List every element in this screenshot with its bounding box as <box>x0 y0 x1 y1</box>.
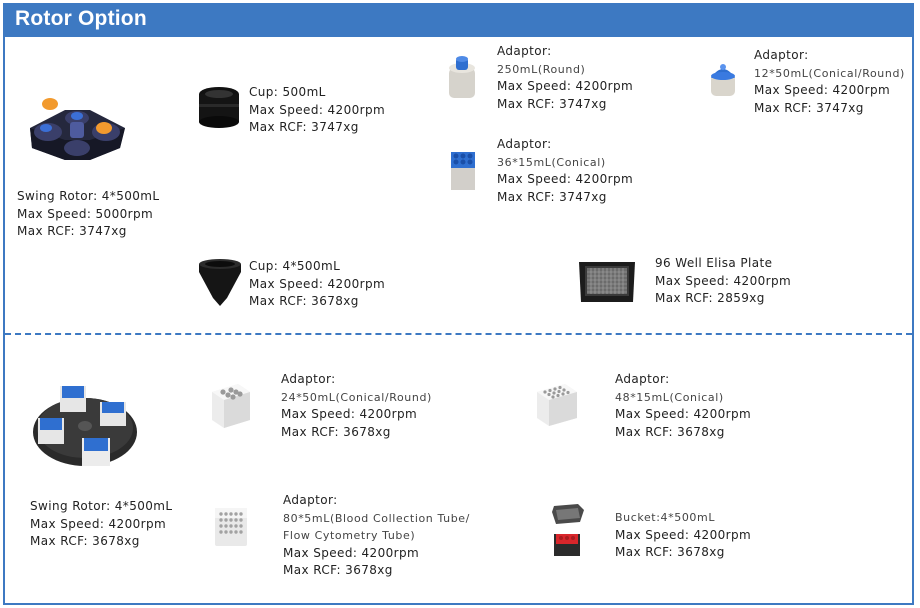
adaptor-24x50ml-specs: Adaptor: 24*50mL(Conical/Round) Max Spee… <box>281 371 432 441</box>
adaptor-12x50ml-specs: Adaptor: 12*50mL(Conical/Round) Max Spee… <box>754 47 905 117</box>
bucket-image <box>552 504 584 556</box>
spec-line: Adaptor: <box>281 372 336 386</box>
conical-cup-image <box>199 259 241 306</box>
spec-line: Max RCF: 3678xg <box>281 424 391 439</box>
spec-line: Swing Rotor: 4*500mL <box>30 499 173 513</box>
spec-line: 12*50mL(Conical/Round) <box>754 66 905 80</box>
spec-line: Max Speed: 4200rpm <box>281 407 418 421</box>
spec-line: 36*15mL(Conical) <box>497 155 606 169</box>
spec-line: Max RCF: 3678xg <box>249 294 359 308</box>
adaptor-250ml-specs: Adaptor: 250mL(Round) Max Speed: 4200rpm… <box>497 43 633 113</box>
adaptor-36x15ml-specs: Adaptor: 36*15mL(Conical) Max Speed: 420… <box>497 136 633 206</box>
spec-line: Max RCF: 3747xg <box>17 224 127 238</box>
spec-line: Max Speed: 4200rpm <box>30 516 167 531</box>
spec-line: Cup: 500mL <box>249 85 326 99</box>
spec-line: Adaptor: <box>615 372 670 386</box>
bucket-specs: Bucket:4*500mL Max Speed: 4200rpm Max RC… <box>615 509 751 562</box>
adaptor-80x5ml-image <box>215 508 247 546</box>
spec-line: Max RCF: 3747xg <box>497 96 607 111</box>
spec-line: Adaptor: <box>283 493 338 507</box>
spec-line: Adaptor: <box>754 48 809 62</box>
header-bar: Rotor Option <box>3 3 914 37</box>
spec-line: Max Speed: 4200rpm <box>497 79 634 93</box>
spec-line: 48*15mL(Conical) <box>615 390 724 404</box>
adaptor-250ml-image <box>449 56 475 98</box>
adaptor-48x15ml-specs: Adaptor: 48*15mL(Conical) Max Speed: 420… <box>615 371 751 441</box>
swing-rotor-1-specs: Swing Rotor: 4*500mL Max Speed: 5000rpm … <box>17 188 159 241</box>
spec-line: Max Speed: 4200rpm <box>754 83 891 97</box>
spec-line: 80*5mL(Blood Collection Tube/ <box>283 511 470 525</box>
spec-line: Adaptor: <box>497 44 552 58</box>
spec-line: Max RCF: 3747xg <box>754 100 864 115</box>
spec-line: Max Speed: 5000rpm <box>17 206 154 221</box>
elisa-plate-carrier-image <box>579 262 635 302</box>
section-divider <box>5 333 912 335</box>
spec-line: Swing Rotor: 4*500mL <box>17 189 160 203</box>
cup-conical-specs: Cup: 4*500mL Max Speed: 4200rpm Max RCF:… <box>249 258 385 311</box>
spec-line: 250mL(Round) <box>497 62 586 76</box>
adaptor-24x50ml-image <box>212 384 250 428</box>
spec-line: Adaptor: <box>497 137 552 151</box>
spec-line: Max Speed: 4200rpm <box>655 273 792 288</box>
spec-line: 96 Well Elisa Plate <box>655 256 773 270</box>
swing-rotor-2-specs: Swing Rotor: 4*500mL Max Speed: 4200rpm … <box>30 498 172 551</box>
spec-line: Max RCF: 3678xg <box>615 424 725 439</box>
spec-line: Max RCF: 3747xg <box>249 120 359 134</box>
swing-rotor-buckets-image <box>33 386 137 466</box>
spec-line: Max Speed: 4200rpm <box>615 527 752 542</box>
page-title: Rotor Option <box>15 7 147 30</box>
spec-line: Max Speed: 4200rpm <box>615 407 752 421</box>
spec-line: Flow Cytometry Tube) <box>283 529 416 542</box>
spec-line: Max RCF: 3678xg <box>615 545 725 559</box>
spec-line: Max RCF: 2859xg <box>655 291 765 305</box>
spec-line: Max Speed: 4200rpm <box>497 172 634 186</box>
spec-line: 24*50mL(Conical/Round) <box>281 390 432 404</box>
spec-line: Max RCF: 3678xg <box>283 563 393 577</box>
elisa-plate-specs: 96 Well Elisa Plate Max Speed: 4200rpm M… <box>655 255 791 308</box>
cup-500ml-specs: Cup: 500mL Max Speed: 4200rpm Max RCF: 3… <box>249 84 385 137</box>
spec-line: Max Speed: 4200rpm <box>283 545 420 560</box>
page-frame <box>3 3 914 605</box>
adaptor-48x15ml-image <box>537 384 577 426</box>
spec-line: Max Speed: 4200rpm <box>249 102 386 117</box>
round-cup-image <box>199 87 239 128</box>
adaptor-36x15ml-image <box>451 152 475 190</box>
adaptor-12x50ml-image <box>711 64 735 96</box>
spec-line: Bucket:4*500mL <box>615 511 716 524</box>
adaptor-80x5ml-specs: Adaptor: 80*5mL(Blood Collection Tube/ F… <box>283 492 470 580</box>
spec-line: Max RCF: 3678xg <box>30 534 140 548</box>
spec-line: Max RCF: 3747xg <box>497 189 607 204</box>
spec-line: Max Speed: 4200rpm <box>249 276 386 291</box>
swing-rotor-cups-image <box>30 98 125 160</box>
spec-line: Cup: 4*500mL <box>249 259 341 273</box>
